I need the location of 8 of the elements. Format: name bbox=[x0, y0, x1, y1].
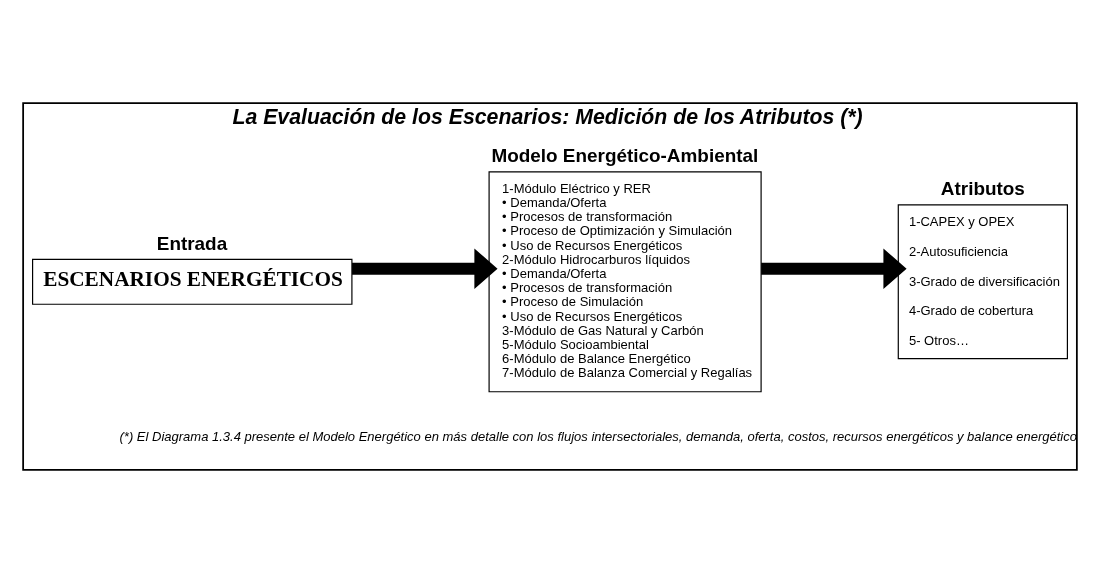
node-box: 1-CAPEX y OPEX 2-Autosuficiencia 3-Grado de diversificación 4-Grado de cobertura 5- Otros… bbox=[897, 203, 1068, 359]
arrow bbox=[761, 247, 907, 289]
node-label: Modelo Energético-Ambiental bbox=[491, 144, 759, 166]
node-label: Atributos bbox=[940, 177, 1025, 199]
node-label: Entrada bbox=[156, 232, 228, 254]
arrow bbox=[352, 247, 498, 289]
node-box: 1-Módulo Eléctrico y RER • Demanda/Oferta • Procesos de transformación • Proceso de Optimización y Simulación • Uso de Recursos Energéticos 2-Módulo Hidrocarburos líquidos • Demanda/Oferta • Procesos de transformación • Proceso de Simulación • Uso de Recursos Energéticos 3-Módulo de Gas Natural y Carbón 5-Módulo Socioambiental 6-Módulo de Balance Energético 7-Módulo de Balanza Comercial y Regalías bbox=[488, 170, 762, 392]
node-box: ESCENARIOS ENERGÉTICOS bbox=[32, 258, 353, 305]
